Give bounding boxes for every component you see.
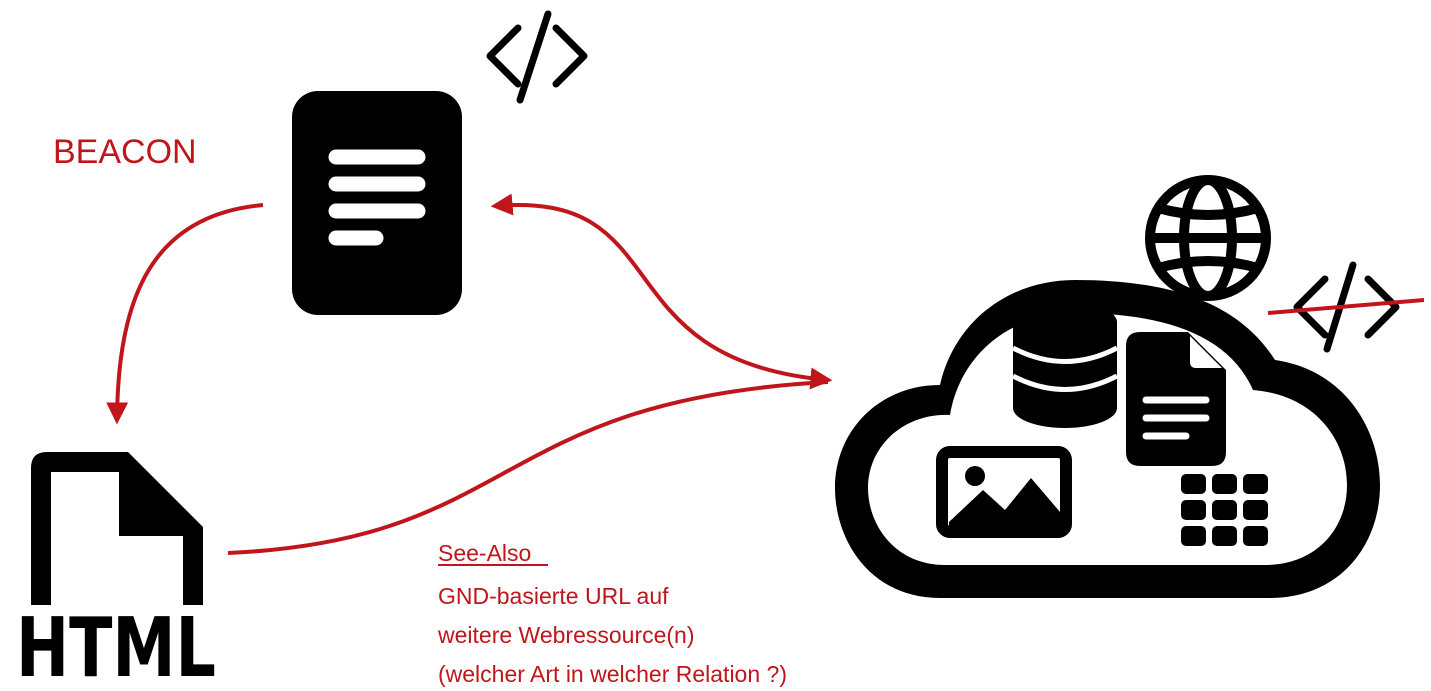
grid-icon [1181, 474, 1268, 546]
code-icon [486, 10, 588, 104]
arrow-document-cloud [490, 193, 833, 390]
arrow-html-to-cloud [227, 380, 829, 555]
image-icon [936, 446, 1072, 538]
beacon-label: BEACON [53, 133, 197, 171]
arrow-beacon-to-html [106, 203, 264, 425]
cloud-document-icon [1126, 332, 1226, 466]
html-label: HTML [16, 601, 216, 691]
database-icon [1011, 302, 1119, 428]
see-also-line-1: GND-basierte URL auf [438, 583, 669, 609]
globe-icon [1145, 175, 1271, 301]
see-also-title: See-Also [438, 540, 531, 566]
struck-code-icon [1267, 261, 1425, 353]
document-icon [292, 91, 462, 315]
html-file-icon: HTML [16, 452, 216, 691]
see-also-line-3: (welcher Art in welcher Relation ?) [438, 661, 787, 687]
see-also-annotation: See-Also GND-basierte URL auf weitere We… [437, 540, 787, 687]
strike-line [1267, 298, 1425, 315]
see-also-line-2: weitere Webressource(n) [437, 622, 695, 648]
